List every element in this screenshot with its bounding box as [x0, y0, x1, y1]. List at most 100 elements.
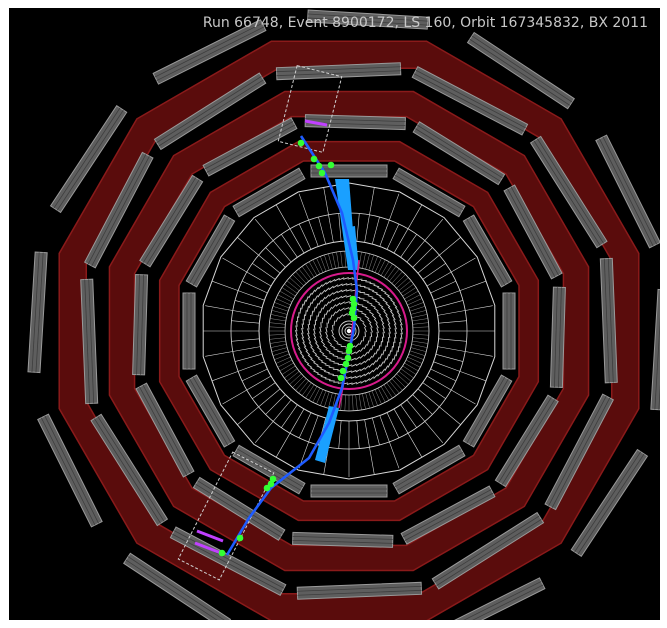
- chamber-strip: [53, 107, 121, 209]
- tracker-module: [313, 362, 319, 366]
- tracker-module: [319, 331, 322, 337]
- ecal-crystal: [407, 298, 423, 306]
- tracker-module: [306, 363, 313, 368]
- tracker-module: [327, 318, 330, 324]
- ecal-crystal: [312, 259, 321, 275]
- muon-chamber-station-3: [153, 72, 267, 151]
- hcal-tower-divider: [412, 247, 433, 268]
- detector-transverse-view: [27, 9, 660, 620]
- tracker-module: [335, 316, 339, 323]
- ecal-crystal: [269, 322, 286, 325]
- hcal-tower-divider: [281, 404, 298, 428]
- tracker-module: [355, 375, 361, 379]
- tracker-module: [359, 298, 365, 300]
- hcal-tower-divider: [437, 310, 466, 316]
- hcal-tower-divider: [356, 213, 360, 242]
- ecal-crystal: [316, 389, 324, 405]
- chamber-strip: [136, 274, 140, 375]
- hcal-tower-divider: [252, 382, 276, 399]
- chamber-strip: [607, 258, 614, 383]
- hcal-tower-divider: [406, 399, 426, 422]
- tracker-module: [375, 349, 379, 355]
- track-hit: [218, 549, 226, 557]
- ecal-crystal: [292, 274, 304, 286]
- chamber-strip: [146, 179, 200, 265]
- tracker-module: [299, 352, 305, 358]
- hcal-outer-divider: [465, 305, 493, 311]
- chamber-strip: [417, 124, 503, 179]
- muon-chamber: [232, 444, 306, 495]
- tracker-module: [393, 319, 397, 325]
- ecal-crystal: [358, 394, 362, 411]
- track-hit: [350, 300, 358, 308]
- tracker-module: [350, 376, 357, 379]
- hcal-tower-divider: [433, 361, 460, 372]
- tracker-module: [350, 351, 357, 355]
- track-hit: [337, 374, 345, 382]
- chamber-strip: [510, 186, 559, 276]
- tracker-module: [362, 336, 365, 342]
- hcal-tower-divider: [426, 271, 452, 287]
- chamber-strip: [94, 418, 161, 524]
- ecal-crystal: [298, 380, 309, 394]
- ecal-crystal: [344, 251, 346, 268]
- muon-chamber-station-1: [462, 214, 513, 288]
- chamber-strip: [292, 540, 393, 544]
- hcal-tower-divider: [438, 320, 467, 324]
- tracker-module: [339, 301, 346, 305]
- hcal-outer-divider: [236, 406, 259, 426]
- chamber-strip: [435, 584, 544, 620]
- tracker-module: [295, 334, 299, 341]
- muon-chamber-station-2: [132, 274, 149, 376]
- track-hit: [339, 367, 347, 375]
- tracker-module: [371, 297, 377, 301]
- track-hit: [345, 347, 353, 355]
- muon-chamber-station-4: [27, 251, 48, 374]
- tracker-module: [332, 355, 339, 358]
- ecal-crystal: [316, 257, 324, 273]
- ecal-crystal: [389, 268, 400, 282]
- ecal-crystal: [396, 373, 409, 385]
- chamber-strip: [139, 386, 188, 476]
- hcal-tower-divider: [430, 368, 457, 382]
- dt-segment: [196, 529, 224, 543]
- tracker-module: [341, 283, 348, 286]
- tracker-module: [318, 284, 323, 290]
- hcal-tower-divider: [426, 375, 452, 391]
- hcal-tower-divider: [272, 399, 292, 422]
- tracker-module: [313, 324, 316, 330]
- muon-chamber-station-2: [400, 485, 496, 545]
- tracker-module: [338, 277, 345, 281]
- tracker-module: [297, 347, 303, 354]
- ecal-crystal: [289, 277, 302, 289]
- tracker-module: [372, 352, 376, 358]
- tracker-module: [335, 302, 341, 307]
- tracker-module: [394, 323, 397, 330]
- tracker-module: [369, 322, 373, 328]
- tracker-module: [311, 310, 314, 317]
- muon-chamber: [392, 167, 466, 218]
- tracker-module: [328, 373, 334, 375]
- tracker-module: [380, 289, 387, 293]
- tracker-module: [373, 284, 380, 288]
- interaction-point: [346, 328, 352, 334]
- ecal-crystal: [402, 365, 417, 375]
- hcal-outer-divider: [236, 236, 259, 256]
- tracker-module: [370, 304, 376, 308]
- chamber-strip: [413, 73, 525, 132]
- tracker-module: [389, 350, 392, 356]
- tracker-module: [376, 364, 381, 370]
- tracker-module: [390, 310, 395, 316]
- muon-chamber: [431, 511, 545, 590]
- return-yoke-ring: [158, 140, 540, 522]
- hcal-tower-divider: [246, 375, 272, 391]
- tracker-module: [346, 382, 353, 385]
- tracker-module: [316, 315, 318, 321]
- tracker-module: [386, 354, 390, 360]
- ecal-crystal: [295, 271, 307, 284]
- ecal-crystal: [355, 394, 358, 411]
- chamber-strip: [88, 279, 95, 404]
- chamber-strip: [469, 216, 509, 284]
- ecal-crystal: [412, 337, 429, 340]
- muon-chamber-station-4: [570, 448, 649, 557]
